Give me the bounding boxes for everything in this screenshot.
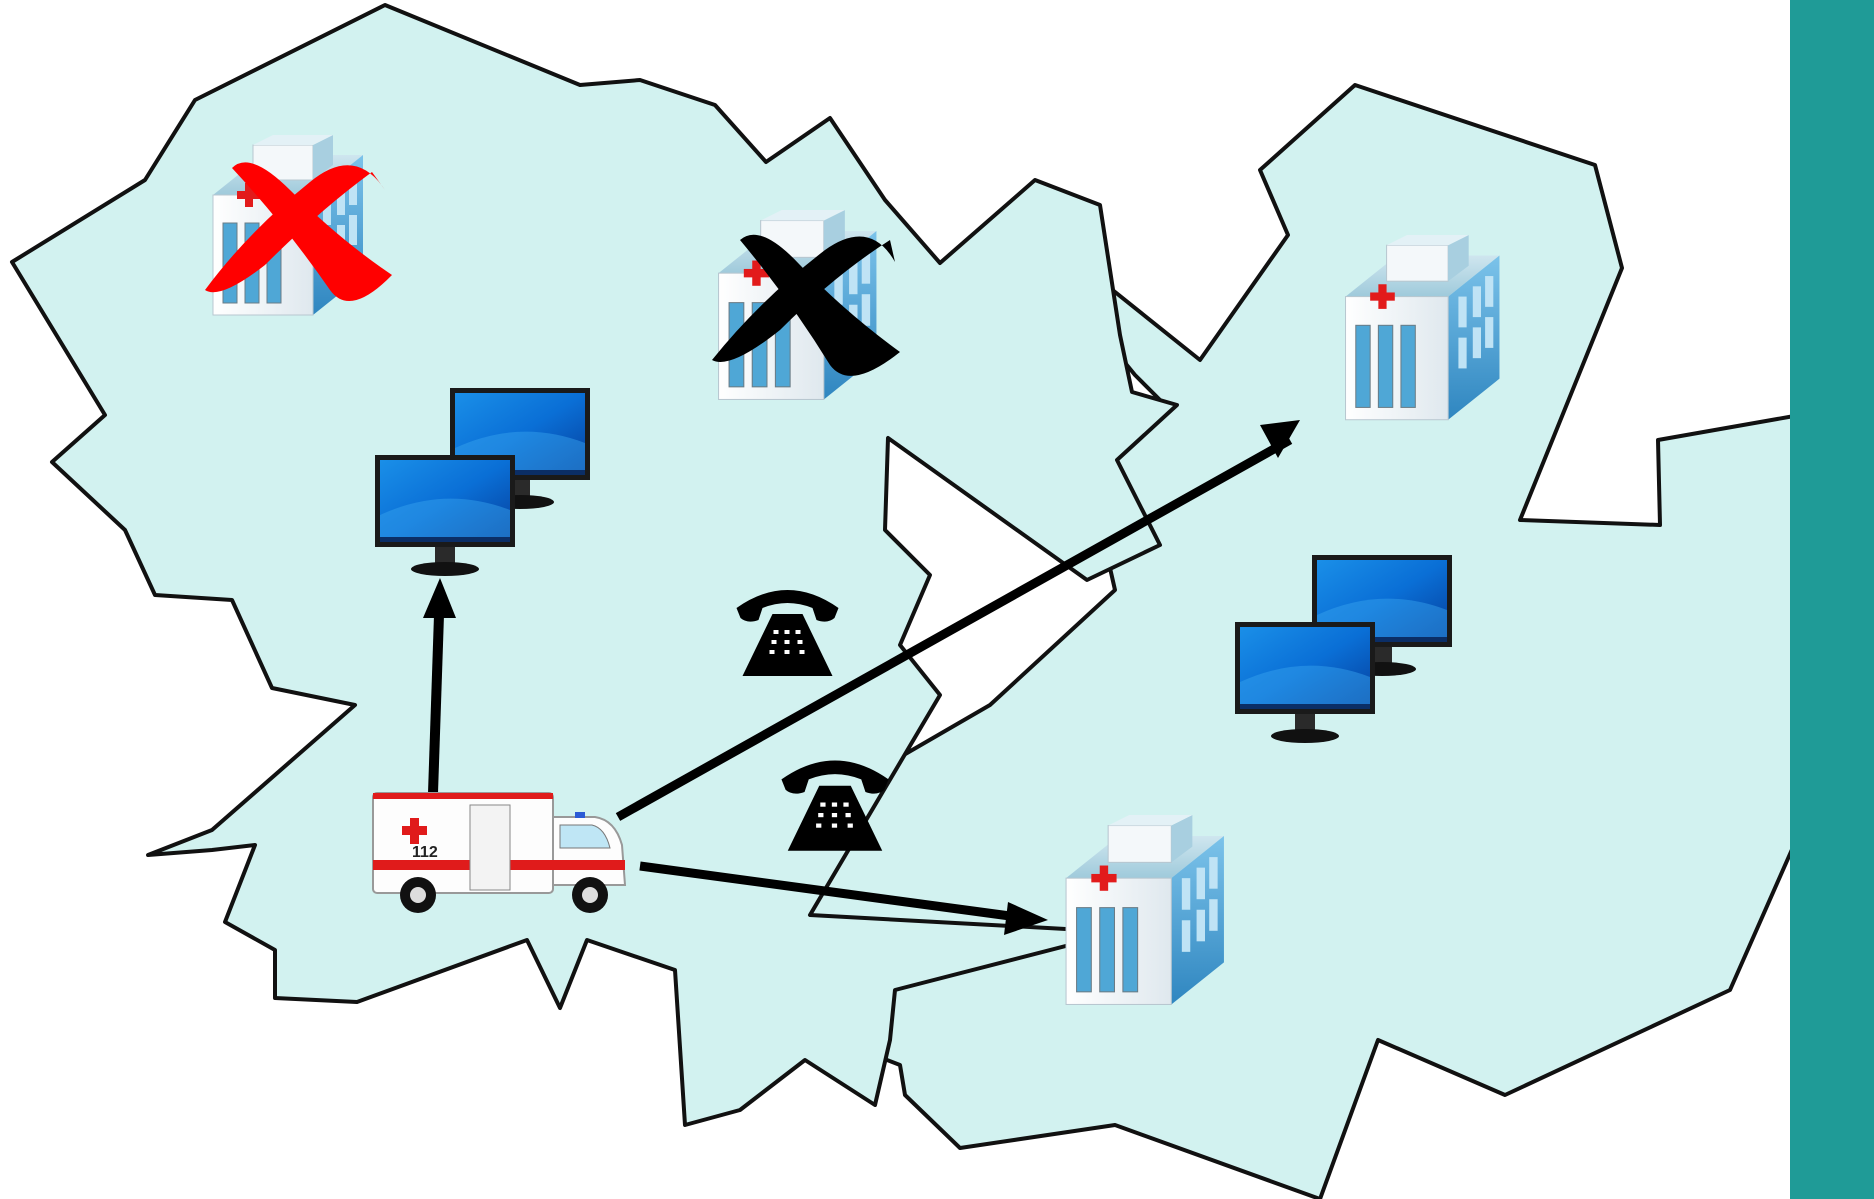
arrows [423,420,1300,935]
hospital-closed-left [205,135,392,316]
arrow-head-top-right [1260,420,1300,458]
hospital-closed-middle [712,210,900,401]
arrow-to-computers [428,614,444,794]
red-cross-mark [205,162,392,302]
black-cross-mark [712,234,900,376]
ambulance-icon: 112 [372,792,627,913]
accent-bar [1790,0,1874,1199]
arrow-to-top-hospital [615,436,1293,821]
arrow-head-right [1004,902,1048,935]
region-left [10,3,1179,1127]
arrow-to-bottom-hospital [639,861,1011,921]
arrow-head-up [423,578,456,618]
ambulance-number: 112 [412,844,438,861]
